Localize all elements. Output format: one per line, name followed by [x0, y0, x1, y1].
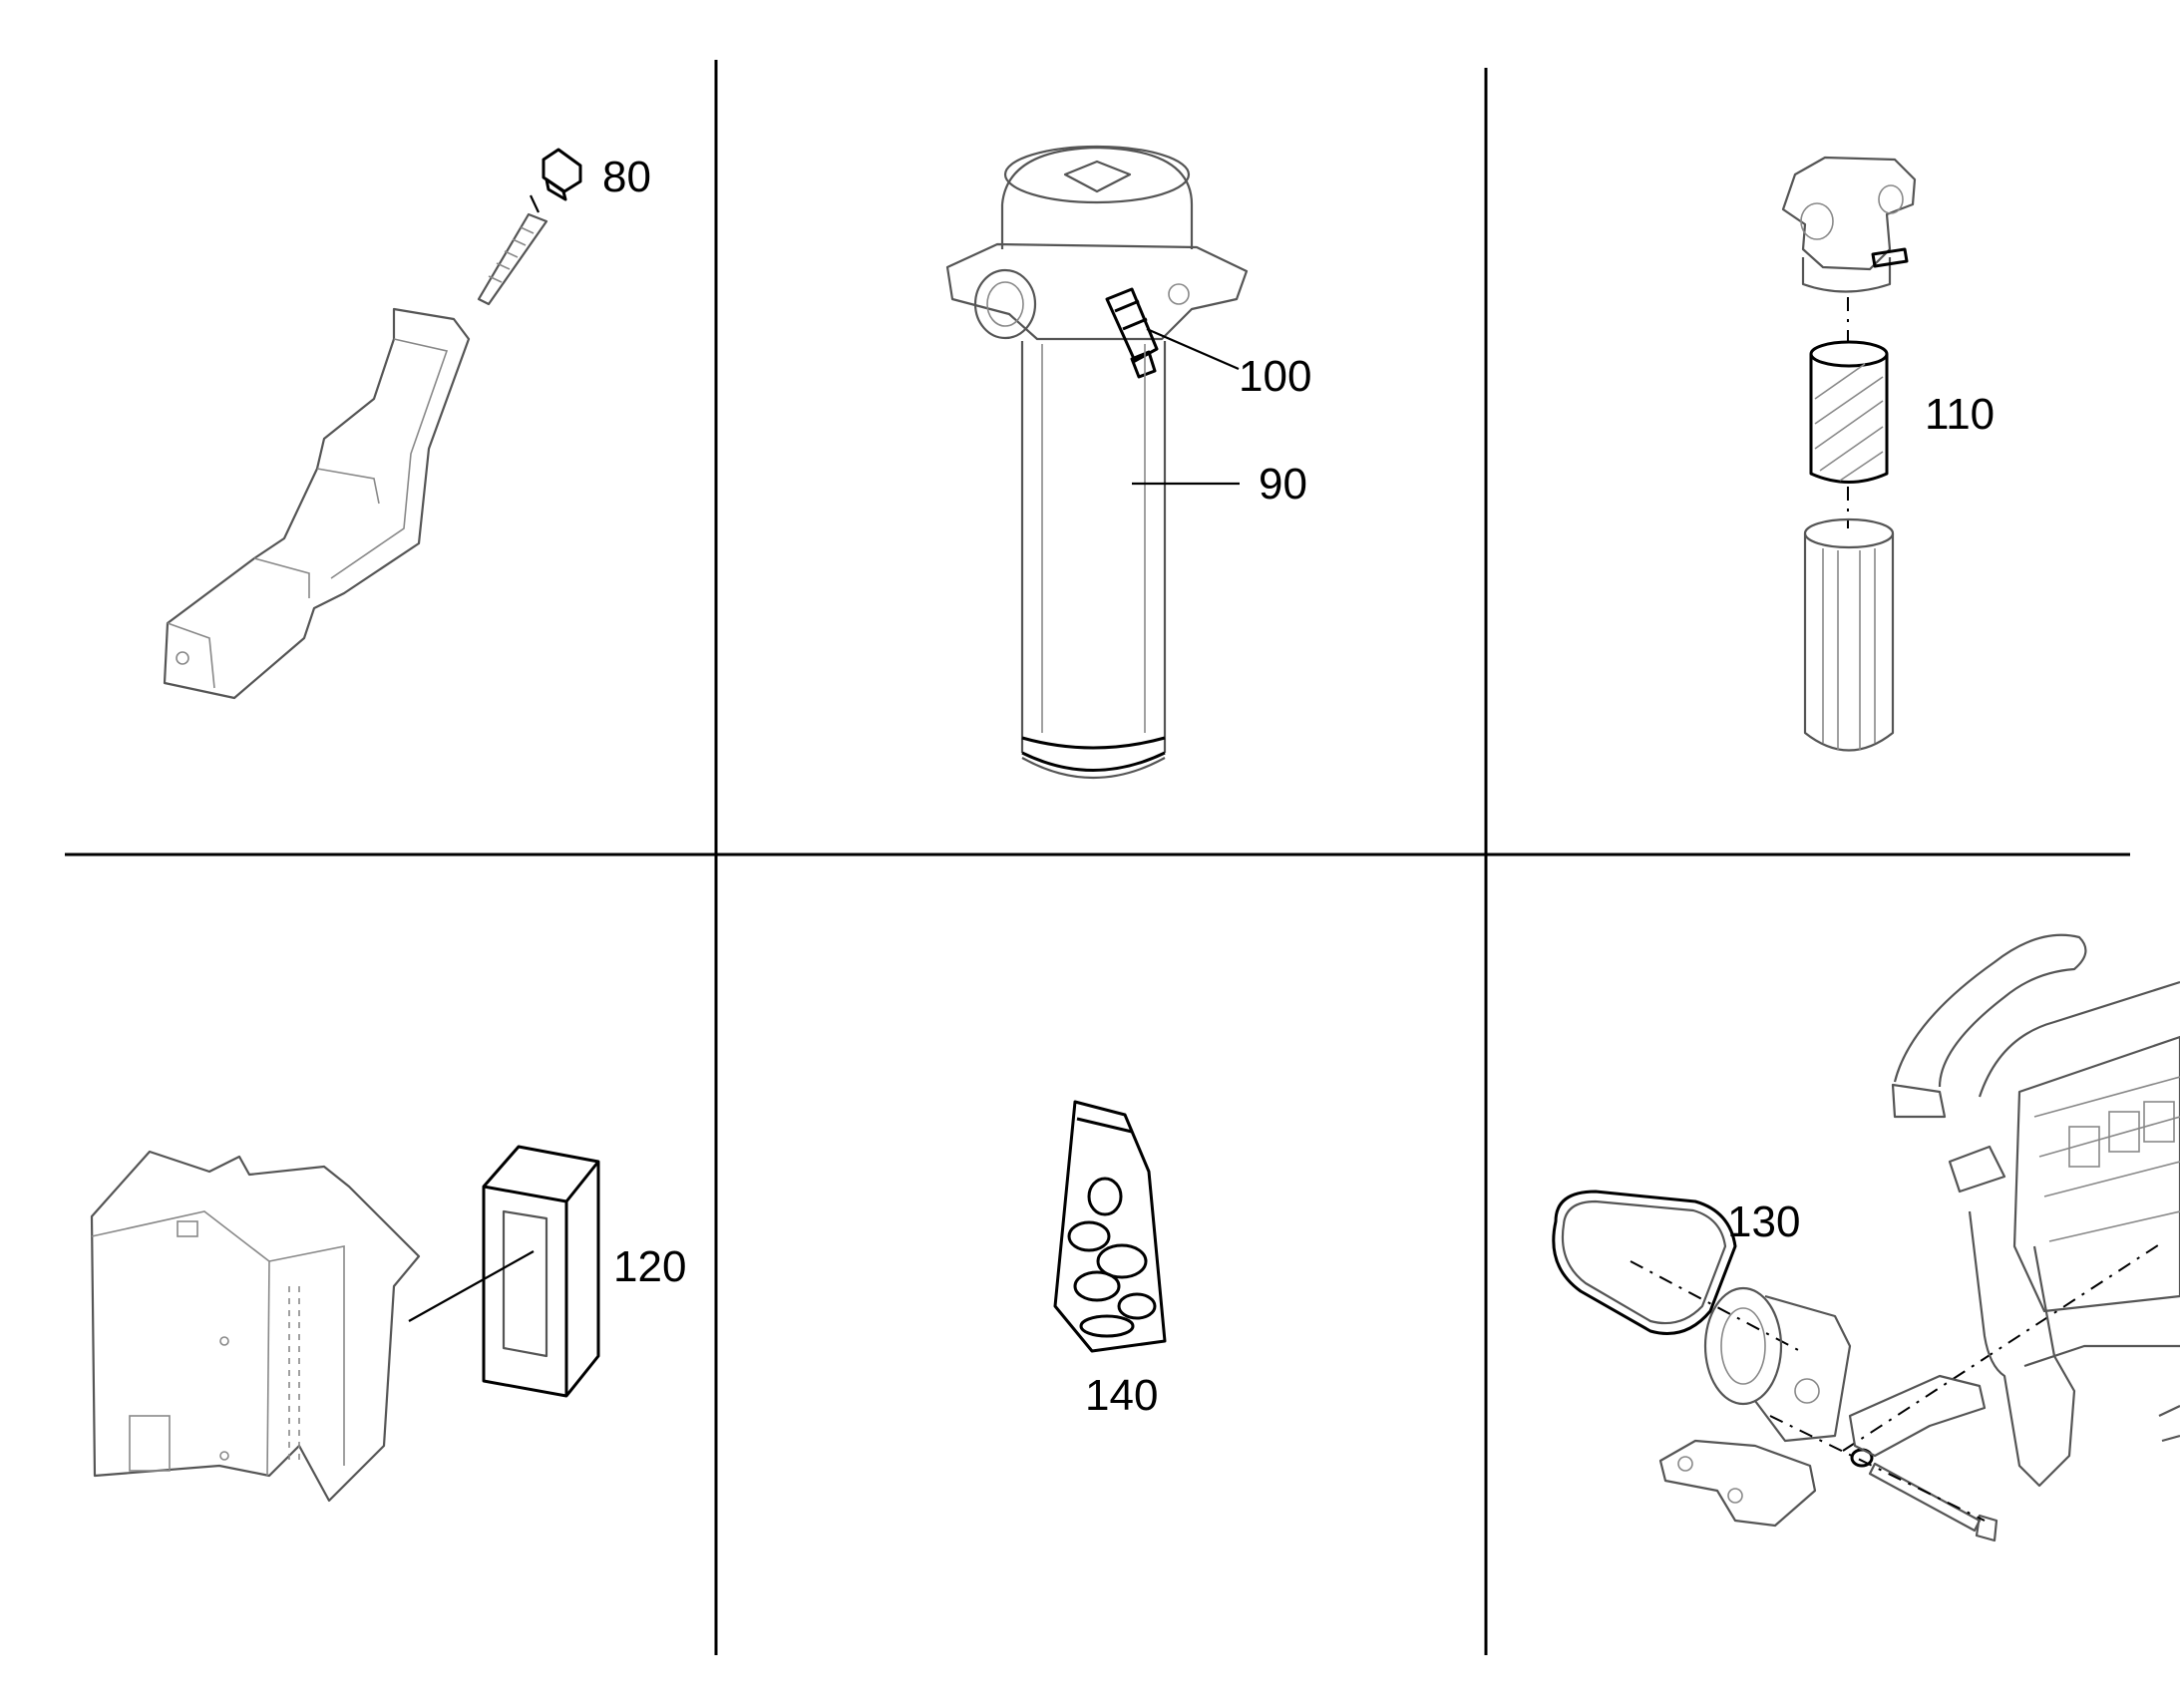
strainer-icon	[477, 194, 548, 306]
callout-100: 100	[1239, 352, 1311, 401]
drive-belt-icon	[1552, 1190, 1737, 1335]
callout-110: 110	[1925, 390, 1995, 439]
leader-100	[1146, 327, 1240, 371]
filter-element-icon	[1809, 340, 1889, 484]
callout-90: 90	[1259, 460, 1307, 509]
filter-bowl-icon	[1803, 517, 1895, 752]
engine-axis-line	[1842, 1240, 2165, 1452]
ac-compressor-icon	[1703, 1286, 1852, 1443]
engine-icon	[1848, 933, 2180, 1488]
panel-fuel-filter: 110	[1781, 156, 1995, 752]
panel-grid	[65, 60, 2130, 1655]
filter-housing-icon	[1781, 156, 1917, 293]
bolt-axis-line	[1769, 1415, 1986, 1522]
panel-cab-filter: 120	[90, 1145, 686, 1503]
panel-drive-belt: 130	[1552, 933, 2180, 1542]
callout-80: 80	[602, 153, 651, 201]
pressure-switch-icon	[1105, 287, 1159, 379]
callout-130: 130	[1727, 1197, 1800, 1246]
cab-filter-element-icon	[482, 1145, 600, 1398]
filter-head-icon	[945, 145, 1249, 341]
bolt-icon	[1850, 1448, 1998, 1542]
callout-120: 120	[613, 1242, 686, 1291]
leader-120	[408, 1250, 535, 1322]
filler-neck-icon	[163, 307, 471, 700]
panel-filler-neck: 80	[163, 148, 651, 700]
seal-kit-bag-icon	[1053, 1100, 1167, 1353]
hvac-unit-icon	[90, 1150, 421, 1503]
mounting-bracket-icon	[1658, 1439, 1817, 1528]
filter-canister-icon	[1020, 341, 1167, 779]
panel-return-filter: 100 90	[945, 145, 1311, 779]
panel-oring-kit: 140	[1053, 1100, 1167, 1420]
callout-140: 140	[1085, 1371, 1158, 1420]
filler-cap-icon	[542, 148, 582, 201]
